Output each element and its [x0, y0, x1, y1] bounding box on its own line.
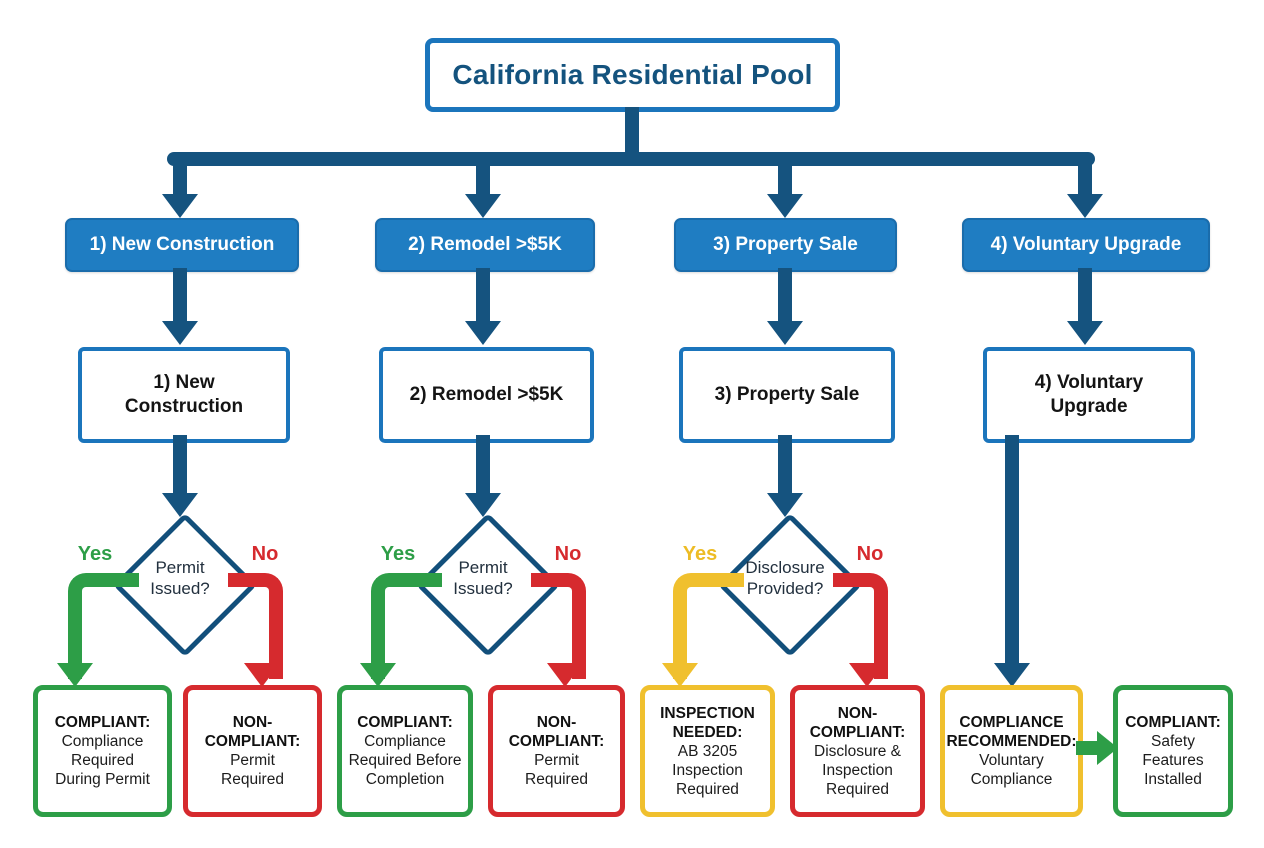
branch1-no-elbow-connector [228, 573, 283, 679]
branch1-node-decision-arrow-icon [162, 493, 198, 517]
branch2-node-decision-connector [476, 435, 490, 493]
outcome-heading: COMPLIANT: [54, 714, 151, 731]
branch4-header-node-arrow-icon [1067, 321, 1103, 345]
branch3-drop-connector [778, 160, 792, 194]
outcome-heading: NON- COMPLIANT: [508, 714, 605, 750]
outcome-heading: NON- COMPLIANT: [204, 714, 301, 750]
branch3-node-decision-arrow-icon [767, 493, 803, 517]
outcome-body: Compliance Required During Permit [55, 733, 150, 788]
branch1-yes-arrow-icon [57, 663, 93, 687]
branch3-drop-arrow-icon [767, 194, 803, 218]
outcome-noncompliant-permit-required-1: NON- COMPLIANT: Permit Required [183, 685, 322, 817]
voluntary-to-compliant-arrow-icon [1097, 731, 1118, 765]
branch2-node-label: 2) Remodel >$5K [409, 384, 564, 405]
flowchart-title: California Residential Pool [452, 59, 813, 90]
title-stem-connector [625, 107, 639, 158]
outcome-body: Permit Required [221, 752, 284, 788]
branch4-node-outcome-arrow-icon [994, 663, 1030, 687]
branch4-drop-arrow-icon [1067, 194, 1103, 218]
outcome-body: Disclosure & Inspection Required [814, 742, 901, 798]
branch3-header-box: 3) Property Sale [674, 218, 897, 272]
outcome-heading: INSPECTION NEEDED: [660, 704, 755, 741]
outcome-body: AB 3205 Inspection Required [672, 742, 743, 798]
branch3-node-box: 3) Property Sale [679, 347, 895, 443]
branch-distribution-bar [167, 152, 1095, 166]
branch3-yes-arrow-icon [662, 663, 698, 687]
branch3-header-node-arrow-icon [767, 321, 803, 345]
branch4-node-label: 4) Voluntary Upgrade [1034, 372, 1144, 417]
branch2-drop-connector [476, 160, 490, 194]
branch1-drop-connector [173, 160, 187, 194]
branch2-yes-label: Yes [380, 543, 416, 565]
branch2-yes-elbow-connector [371, 573, 442, 679]
branch2-no-arrow-icon [547, 663, 583, 687]
branch3-decision-label: Disclosure Provided? [745, 558, 825, 598]
outcome-heading: NON- COMPLIANT: [809, 704, 906, 741]
branch1-yes-elbow-connector [68, 573, 139, 679]
voluntary-to-compliant-connector [1076, 741, 1100, 755]
outcome-body: Safety Features Installed [1142, 733, 1204, 788]
branch4-node-box: 4) Voluntary Upgrade [983, 347, 1195, 443]
branch2-no-label: No [554, 543, 582, 565]
branch3-no-label: No [856, 543, 884, 565]
branch1-node-label: 1) New Construction [124, 372, 244, 417]
branch1-node-box: 1) New Construction [78, 347, 290, 443]
outcome-noncompliant-permit-required-2: NON- COMPLIANT: Permit Required [488, 685, 625, 817]
branch3-header-label: 3) Property Sale [713, 234, 858, 255]
outcome-body: Voluntary Compliance [970, 752, 1053, 788]
branch2-node-decision-arrow-icon [465, 493, 501, 517]
branch2-header-box: 2) Remodel >$5K [375, 218, 595, 272]
branch2-no-elbow-connector [531, 573, 586, 679]
branch1-yes-label: Yes [77, 543, 113, 565]
branch4-drop-connector [1078, 160, 1092, 194]
outcome-noncompliant-disclosure: NON- COMPLIANT: Disclosure & Inspection … [790, 685, 925, 817]
outcome-compliance-recommended: COMPLIANCE RECOMMENDED: Voluntary Compli… [940, 685, 1083, 817]
branch2-header-node-arrow-icon [465, 321, 501, 345]
branch3-header-node-connector [778, 268, 792, 321]
branch3-no-elbow-connector [833, 573, 888, 679]
branch1-header-label: 1) New Construction [89, 234, 275, 255]
outcome-heading: COMPLIANCE RECOMMENDED: [946, 714, 1077, 750]
branch1-header-node-connector [173, 268, 187, 321]
branch1-header-node-arrow-icon [162, 321, 198, 345]
branch4-node-outcome-connector [1005, 435, 1019, 665]
branch3-node-label: 3) Property Sale [714, 384, 860, 405]
outcome-compliant-during-permit: COMPLIANT: Compliance Required During Pe… [33, 685, 172, 817]
branch1-no-label: No [251, 543, 279, 565]
branch2-decision-label: Permit Issued? [453, 558, 513, 598]
flowchart-title-box: California Residential Pool [425, 38, 840, 112]
outcome-body: Compliance Required Before Completion [348, 733, 462, 788]
branch4-header-node-connector [1078, 268, 1092, 321]
outcome-heading: COMPLIANT: [357, 714, 453, 731]
branch1-header-box: 1) New Construction [65, 218, 299, 272]
outcome-compliant-before-completion: COMPLIANT: Compliance Required Before Co… [337, 685, 473, 817]
branch1-no-arrow-icon [244, 663, 280, 687]
branch4-header-label: 4) Voluntary Upgrade [990, 234, 1182, 255]
branch2-header-node-connector [476, 268, 490, 321]
branch3-yes-label: Yes [682, 543, 718, 565]
outcome-compliant-safety-features: COMPLIANT: Safety Features Installed [1113, 685, 1233, 817]
outcome-heading: COMPLIANT: [1125, 714, 1221, 731]
branch2-yes-arrow-icon [360, 663, 396, 687]
branch1-drop-arrow-icon [162, 194, 198, 218]
branch3-no-arrow-icon [849, 663, 885, 687]
branch1-node-decision-connector [173, 435, 187, 493]
branch2-header-label: 2) Remodel >$5K [408, 234, 562, 255]
branch1-decision-label: Permit Issued? [150, 558, 210, 598]
outcome-body: Permit Required [525, 752, 588, 788]
branch2-node-box: 2) Remodel >$5K [379, 347, 594, 443]
branch3-node-decision-connector [778, 435, 792, 493]
outcome-inspection-needed: INSPECTION NEEDED: AB 3205 Inspection Re… [640, 685, 775, 817]
branch2-drop-arrow-icon [465, 194, 501, 218]
branch4-header-box: 4) Voluntary Upgrade [962, 218, 1210, 272]
branch3-yes-elbow-connector [673, 573, 744, 679]
